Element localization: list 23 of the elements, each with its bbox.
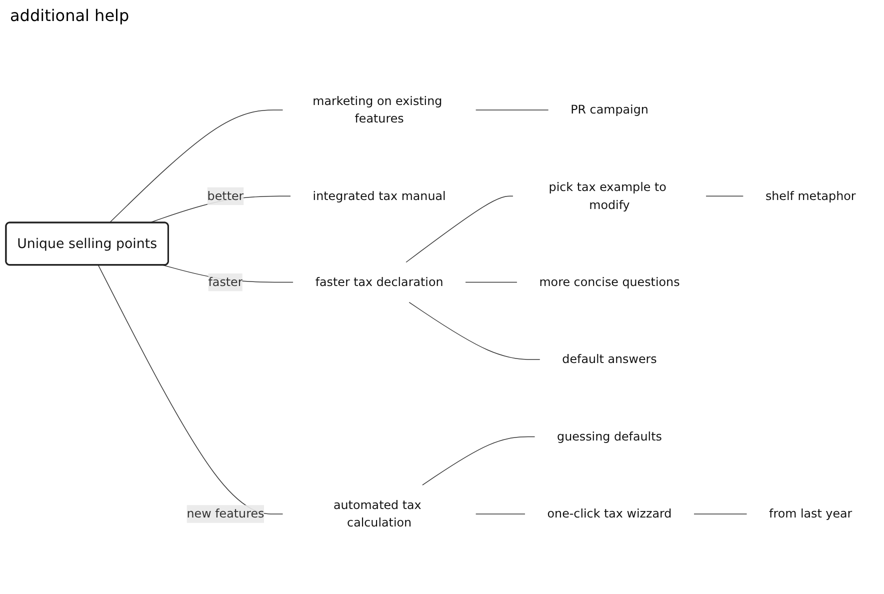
connector xyxy=(406,196,514,263)
node-text: PR campaign xyxy=(570,102,648,117)
connector xyxy=(408,302,540,360)
node-text: guessing defaults xyxy=(557,429,662,444)
connector xyxy=(98,264,284,514)
edge-label: better xyxy=(207,188,244,203)
node-text: more concise questions xyxy=(539,274,680,289)
connector xyxy=(706,196,744,197)
node-text: integrated tax manual xyxy=(312,188,446,203)
connector xyxy=(422,436,536,486)
edge-label: faster xyxy=(208,274,243,289)
note-text: additional help xyxy=(10,6,130,25)
node-text: shelf metaphor xyxy=(765,188,856,203)
node-text: faster tax declaration xyxy=(315,274,444,289)
node-text: one-click tax wizzard xyxy=(547,506,672,521)
node-text: pick tax example to modify xyxy=(548,180,666,212)
connector xyxy=(108,110,284,224)
node-text: marketing on existing features xyxy=(312,94,442,126)
connector xyxy=(465,282,518,283)
edge-label: new features xyxy=(186,506,264,521)
node-text: default answers xyxy=(562,352,657,366)
node-text: automated tax calculation xyxy=(333,498,422,530)
node-text: from last year xyxy=(769,506,852,521)
